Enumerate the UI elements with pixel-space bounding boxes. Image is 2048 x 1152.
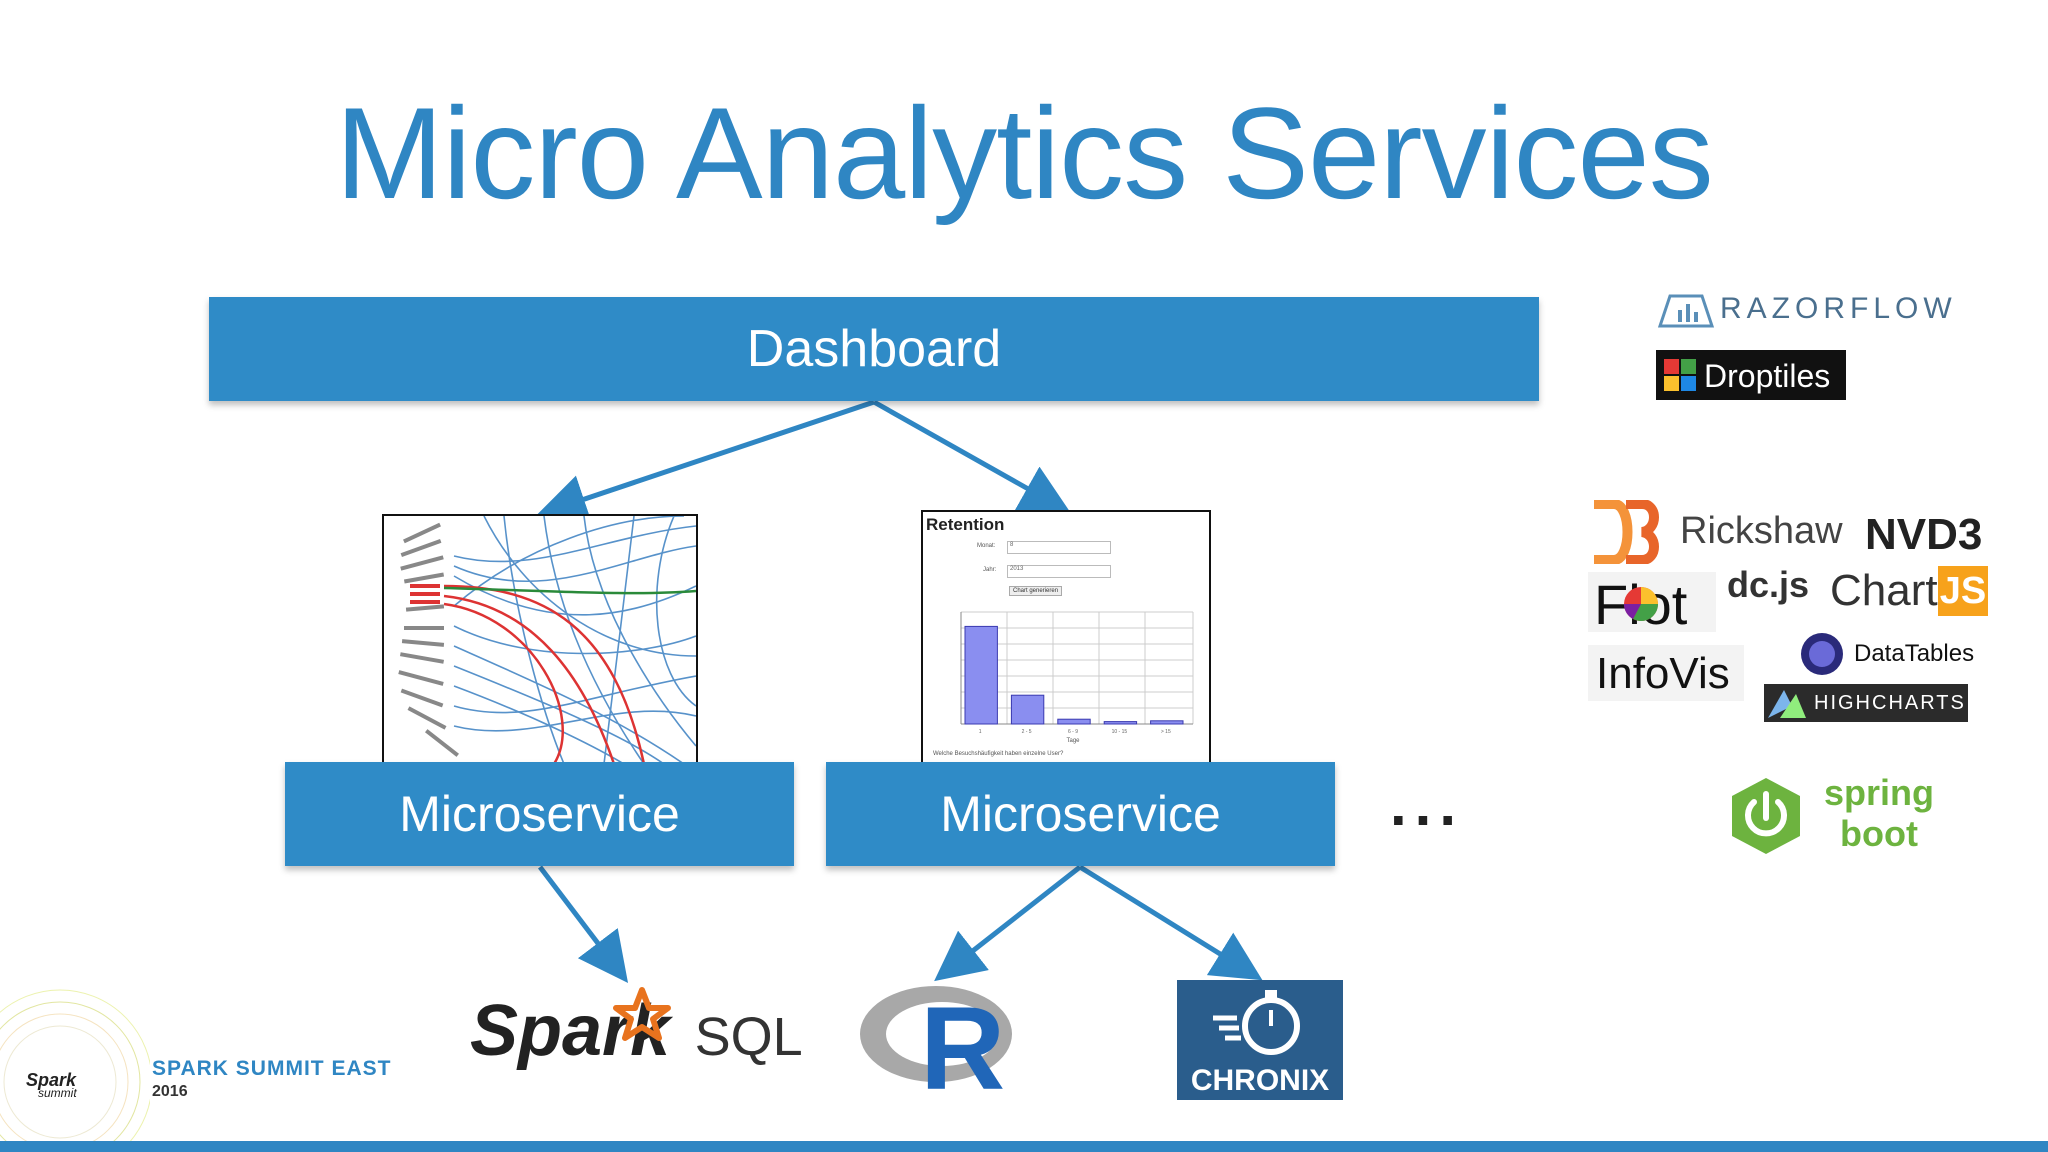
badge-spark-text: Spark <box>26 1070 77 1090</box>
more-services-ellipsis: ... <box>1390 771 1465 838</box>
microservice-label-1: Microservice <box>399 786 680 842</box>
month-field[interactable]: 8 <box>1007 541 1111 554</box>
month-label: Monat: <box>977 543 996 549</box>
event-year: 2016 <box>152 1083 188 1100</box>
chartjs-wordmark: Chart <box>1830 566 1938 615</box>
year-label: Jahr: <box>983 567 997 573</box>
infovis-wordmark: InfoVis <box>1596 649 1730 698</box>
edge-bundling-thumbnail <box>382 514 698 766</box>
sql-wordmark: SQL <box>694 1007 803 1067</box>
retention-title: Retention <box>926 515 1005 534</box>
retention-bar <box>964 625 998 725</box>
arrow-ms2-to-chronix <box>1078 864 1263 981</box>
spark-star-icon <box>613 987 671 1041</box>
rickshaw-wordmark: Rickshaw <box>1680 510 1843 552</box>
chartjs-js-badge: JS <box>1938 566 1988 616</box>
generate-chart-button[interactable]: Chart generieren <box>1009 586 1063 596</box>
droptiles-icon <box>1664 359 1696 391</box>
retention-thumbnail: Retention Monat: 8 Jahr: 2013 Chart gene… <box>921 510 1211 766</box>
r-letter: R <box>920 983 1006 1115</box>
dashboard-label: Dashboard <box>746 320 1002 378</box>
retention-x-label: Tage <box>1066 738 1080 744</box>
nvd3-wordmark: NVD3 <box>1865 510 1983 559</box>
event-name: SPARK SUMMIT EAST <box>152 1057 392 1080</box>
stopwatch-icon <box>1213 990 1300 1055</box>
retention-x-tick: 1 <box>979 729 982 735</box>
retention-x-tick: 2 - 5 <box>1022 729 1032 735</box>
dcjs-wordmark: dc.js <box>1727 564 1810 605</box>
boot-wordmark: boot <box>1840 813 1918 854</box>
highcharts-icon <box>1768 690 1806 718</box>
year-field[interactable]: 2013 <box>1007 565 1111 578</box>
flot-pie-icon <box>1624 587 1658 621</box>
highcharts-wordmark: HIGHCHARTS <box>1814 692 1966 714</box>
slide-title: Micro Analytics Services <box>335 80 1714 226</box>
microservice-label-2: Microservice <box>940 786 1221 842</box>
datatables-icon <box>1801 633 1843 675</box>
razorflow-icon <box>1657 294 1715 328</box>
retention-x-tick: 10 - 15 <box>1112 729 1128 735</box>
arrow-dashboard-to-ms2 <box>872 399 1071 513</box>
arrow-ms1-to-spark <box>538 865 629 983</box>
retention-bar <box>1103 721 1138 725</box>
infovis-logo: InfoVis <box>1588 645 1744 701</box>
retention-bar <box>1010 694 1045 725</box>
droptiles-logo: Droptiles <box>1656 350 1846 400</box>
chronix-logo: CHRONIX <box>1177 980 1343 1100</box>
retention-caption: Welche Besuchshäufigkeit haben einzelne … <box>933 751 1064 757</box>
arrow-dashboard-to-ms1 <box>536 399 875 523</box>
badge-summit-text: summit <box>38 1086 77 1100</box>
retention-bar-chart: 1 2 - 5 6 - 9 10 - 15 > 15 Tage Welche Besuc… <box>933 611 1194 757</box>
spark-summit-badge <box>0 989 150 1142</box>
retention-x-tick: 6 - 9 <box>1068 729 1078 735</box>
arrow-ms2-to-r <box>934 865 1082 982</box>
microservice-box-1: Microservice <box>285 762 794 866</box>
d3-icon <box>1594 500 1659 564</box>
r-logo-icon <box>860 986 1012 1082</box>
highcharts-logo: HIGHCHARTS <box>1764 684 1968 722</box>
spring-power-icon <box>1732 778 1800 854</box>
edge-bundling-graphic <box>398 516 696 764</box>
droptiles-wordmark: Droptiles <box>1704 358 1831 394</box>
microservice-box-2: Microservice <box>826 762 1335 866</box>
chronix-wordmark: CHRONIX <box>1190 1064 1330 1097</box>
retention-bar <box>1057 718 1091 725</box>
datatables-wordmark: DataTables <box>1854 640 1975 667</box>
retention-x-tick: > 15 <box>1161 729 1171 735</box>
footer-bar <box>0 1141 2048 1152</box>
spring-wordmark: spring <box>1824 772 1935 813</box>
retention-bar <box>1150 720 1184 725</box>
dashboard-box: Dashboard <box>209 297 1539 401</box>
razorflow-wordmark: RAZORFLOW <box>1720 292 1957 325</box>
